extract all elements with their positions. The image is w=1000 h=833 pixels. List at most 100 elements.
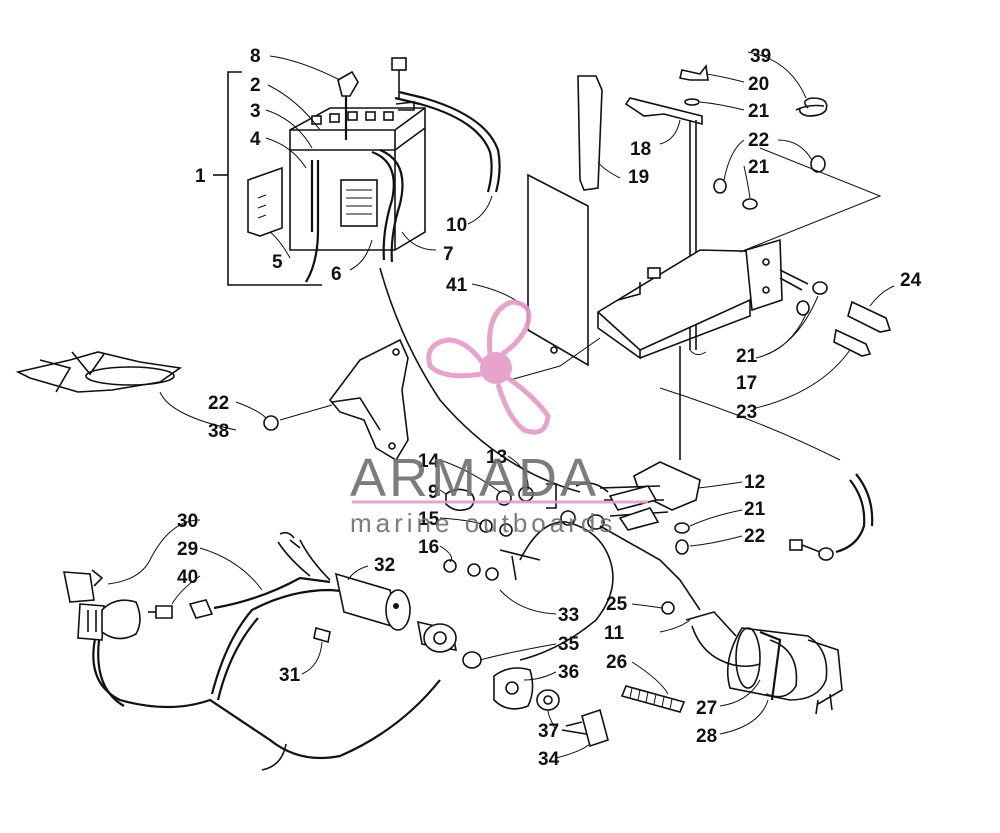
callout-17: 17 xyxy=(736,373,757,394)
callout-4: 4 xyxy=(250,129,261,150)
harness-bracket xyxy=(101,599,141,640)
callout-25: 25 xyxy=(606,594,628,615)
watermark-tagline: marine outboards xyxy=(350,508,616,538)
callout-21-low: 21 xyxy=(744,499,766,520)
callout-1: 1 xyxy=(195,166,206,187)
battery-cell-caps xyxy=(311,111,394,125)
mounting-bracket xyxy=(328,338,409,462)
callout-30: 30 xyxy=(177,511,198,532)
terminal-bolt xyxy=(391,57,407,71)
battery-label-plate xyxy=(340,179,378,227)
callout-31: 31 xyxy=(279,665,301,686)
callout-19: 19 xyxy=(628,167,649,188)
hold-down-bracket xyxy=(624,97,703,126)
nut-22-left xyxy=(263,415,279,431)
callout-7: 7 xyxy=(443,244,454,265)
callout-37: 37 xyxy=(538,721,559,742)
nut-37 xyxy=(536,689,560,711)
small-hardware xyxy=(443,482,609,581)
battery-group xyxy=(213,57,501,286)
plate-36 xyxy=(493,667,534,710)
battery-holder xyxy=(247,166,283,237)
connector-31 xyxy=(313,626,331,644)
callout-22-low: 22 xyxy=(744,526,765,547)
key-switch-group xyxy=(416,620,609,748)
battery-body xyxy=(289,107,426,251)
callout-13: 13 xyxy=(486,447,507,468)
callout-33: 33 xyxy=(558,605,579,626)
left-bracket-group xyxy=(15,338,409,462)
washer-35 xyxy=(462,651,482,669)
key-34 xyxy=(581,708,609,748)
callout-36: 36 xyxy=(558,662,579,683)
washer-21-top xyxy=(684,98,700,106)
starter-group xyxy=(620,601,843,715)
cable-long xyxy=(379,267,581,493)
clamp-39 xyxy=(798,97,828,117)
wiring-harness xyxy=(63,531,441,771)
terminal-boot xyxy=(337,70,359,97)
spring-26 xyxy=(620,685,686,713)
watermark: ARMADA marine outboards xyxy=(350,299,648,538)
callout-10: 10 xyxy=(446,215,467,236)
nut-22-mid xyxy=(713,178,727,194)
callout-24: 24 xyxy=(900,270,922,291)
cable-11 xyxy=(599,525,701,611)
callout-32: 32 xyxy=(374,555,395,576)
callout-22-top: 22 xyxy=(748,130,769,151)
propeller-logo-icon xyxy=(426,299,551,435)
hardware-right xyxy=(509,97,892,381)
callout-16: 16 xyxy=(418,537,439,558)
callout-14: 14 xyxy=(418,451,440,472)
plug-30 xyxy=(63,571,95,603)
strap-bracket xyxy=(577,75,603,191)
callout-3: 3 xyxy=(250,101,261,122)
callout-41: 41 xyxy=(446,275,468,296)
battery-tray xyxy=(596,238,783,360)
washer-21-right xyxy=(812,281,828,295)
callout-22-left: 22 xyxy=(208,393,229,414)
washer-21-lower xyxy=(796,300,810,316)
decal-logo xyxy=(15,351,183,393)
wing-nut xyxy=(679,63,709,81)
callout-26: 26 xyxy=(606,652,627,673)
connector-small xyxy=(188,599,214,619)
callout-39: 39 xyxy=(750,46,771,67)
negative-cable xyxy=(371,150,395,261)
callout-18: 18 xyxy=(630,139,651,160)
bolt-23 xyxy=(833,328,872,357)
callout-21-top: 21 xyxy=(748,101,770,122)
callout-5: 5 xyxy=(272,252,283,273)
callout-labels: 1 2 3 4 5 6 7 8 9 10 11 12 13 14 15 16 1… xyxy=(177,46,922,770)
callout-40: 40 xyxy=(177,567,198,588)
screw-40 xyxy=(155,605,173,619)
callout-27: 27 xyxy=(696,698,717,719)
solenoid-group xyxy=(599,461,701,555)
cables xyxy=(379,267,874,661)
washer-21-mid xyxy=(742,198,758,210)
callout-34: 34 xyxy=(538,749,560,770)
callout-21-mid: 21 xyxy=(748,157,770,178)
mounting-plate xyxy=(527,173,589,367)
callout-28: 28 xyxy=(696,726,717,747)
callout-12: 12 xyxy=(744,472,765,493)
cable-ground xyxy=(835,479,866,554)
bolt-24 xyxy=(847,300,892,333)
leader-lines xyxy=(107,51,895,759)
cable-33 xyxy=(519,521,614,661)
callout-2: 2 xyxy=(250,75,261,96)
harness-main xyxy=(92,619,441,760)
callout-8: 8 xyxy=(250,46,261,67)
nut-22-low xyxy=(675,539,689,555)
battery-band xyxy=(290,127,426,151)
callout-15: 15 xyxy=(418,509,440,530)
watermark-brand: ARMADA xyxy=(350,448,599,508)
tray-flange xyxy=(745,238,783,312)
nut-25 xyxy=(661,601,675,615)
group-bracket xyxy=(227,71,242,286)
callout-23: 23 xyxy=(736,402,757,423)
callout-21-right: 21 xyxy=(736,346,758,367)
nut-22-top xyxy=(810,155,826,173)
